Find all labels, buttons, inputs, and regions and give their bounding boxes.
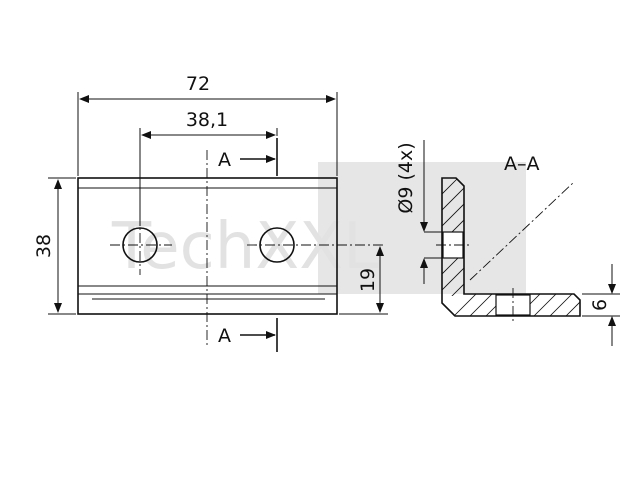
watermark-text: TechXXL	[111, 210, 379, 284]
section-title: A–A	[504, 153, 540, 175]
dim-hole-offset: 19	[357, 268, 379, 292]
dimensions-section: Ø9 (4x) 6	[395, 140, 620, 346]
plate-outline	[77, 177, 338, 315]
watermark: TechXXL	[111, 162, 526, 294]
dim-hole-diameter: Ø9 (4x)	[395, 142, 417, 213]
section-view: A–A	[436, 153, 581, 322]
dim-width: 38	[33, 234, 55, 258]
dimensions-front: 72 38,1 38 19	[33, 73, 388, 315]
section-diagonal	[469, 181, 575, 281]
section-mark-top: A	[218, 149, 231, 171]
front-view: A A	[77, 138, 385, 352]
dim-length: 72	[186, 73, 210, 95]
section-mark-bottom: A	[218, 325, 231, 347]
dim-thickness: 6	[589, 299, 611, 311]
dim-hole-pitch: 38,1	[186, 109, 228, 131]
angle-bracket-section	[441, 177, 581, 317]
